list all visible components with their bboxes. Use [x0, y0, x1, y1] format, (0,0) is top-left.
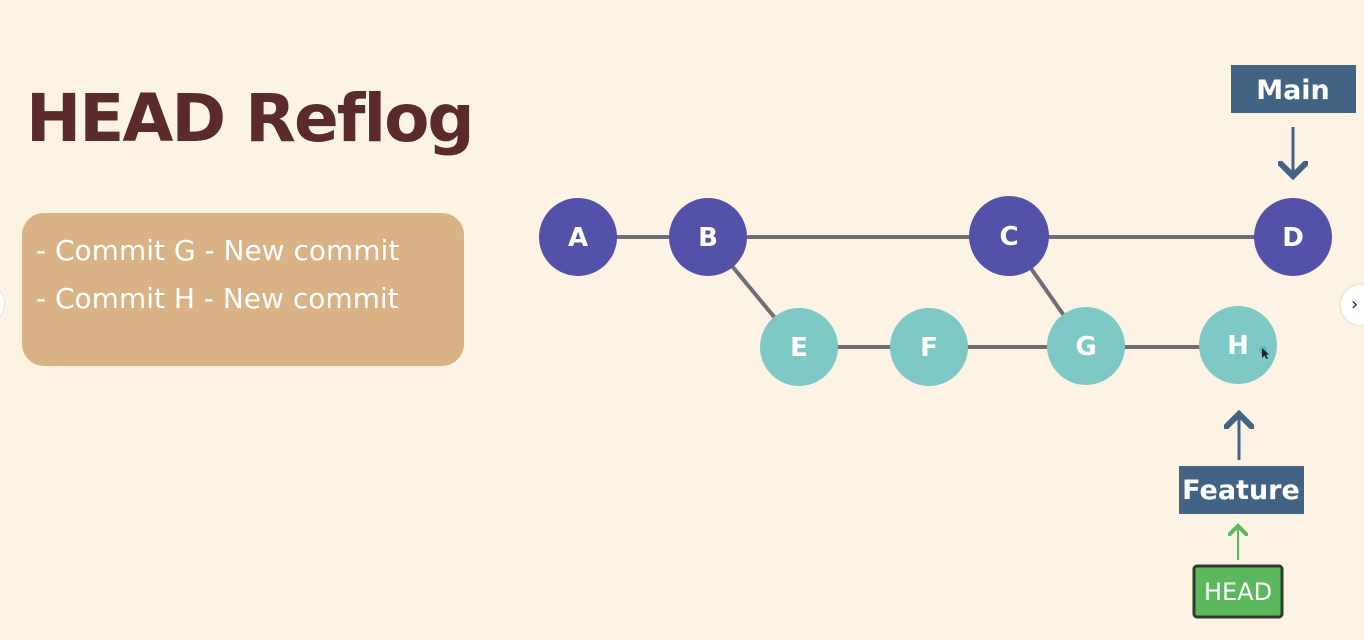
commit-c-label: C: [999, 222, 1018, 252]
note-commit-g: - Commit G - New commit: [36, 234, 400, 267]
commit-a-label: A: [568, 223, 588, 253]
commit-g: G: [1047, 307, 1125, 385]
ref-main: Main: [1231, 65, 1356, 113]
commit-b-label: B: [698, 223, 718, 253]
ref-head: HEAD: [1192, 564, 1284, 619]
next-slide-button[interactable]: ›: [1341, 285, 1364, 325]
commit-h-label: H: [1227, 331, 1249, 361]
commit-e-label: E: [790, 333, 808, 363]
commit-f: F: [890, 308, 968, 386]
ref-feature-label: Feature: [1182, 475, 1300, 506]
slide-title: HEAD Reflog: [26, 80, 475, 157]
note-commit-h: - Commit H - New commit: [36, 282, 399, 315]
chevron-right-icon: ›: [1351, 294, 1359, 315]
ref-head-label: HEAD: [1204, 578, 1272, 606]
commit-a: A: [539, 198, 617, 276]
ref-feature: Feature: [1179, 466, 1304, 514]
commit-h: H: [1199, 306, 1277, 384]
commit-f-label: F: [920, 333, 938, 363]
commit-d-label: D: [1282, 223, 1304, 253]
commit-c: C: [969, 196, 1049, 276]
previous-slide-button[interactable]: [0, 290, 4, 318]
notes-box: - Commit G - New commit - Commit H - New…: [22, 213, 464, 366]
commit-e: E: [760, 308, 838, 386]
commit-b: B: [669, 198, 747, 276]
commit-g-label: G: [1075, 332, 1096, 362]
ref-main-label: Main: [1256, 75, 1330, 106]
mouse-cursor-icon: [1259, 346, 1269, 359]
commit-d: D: [1254, 198, 1332, 276]
